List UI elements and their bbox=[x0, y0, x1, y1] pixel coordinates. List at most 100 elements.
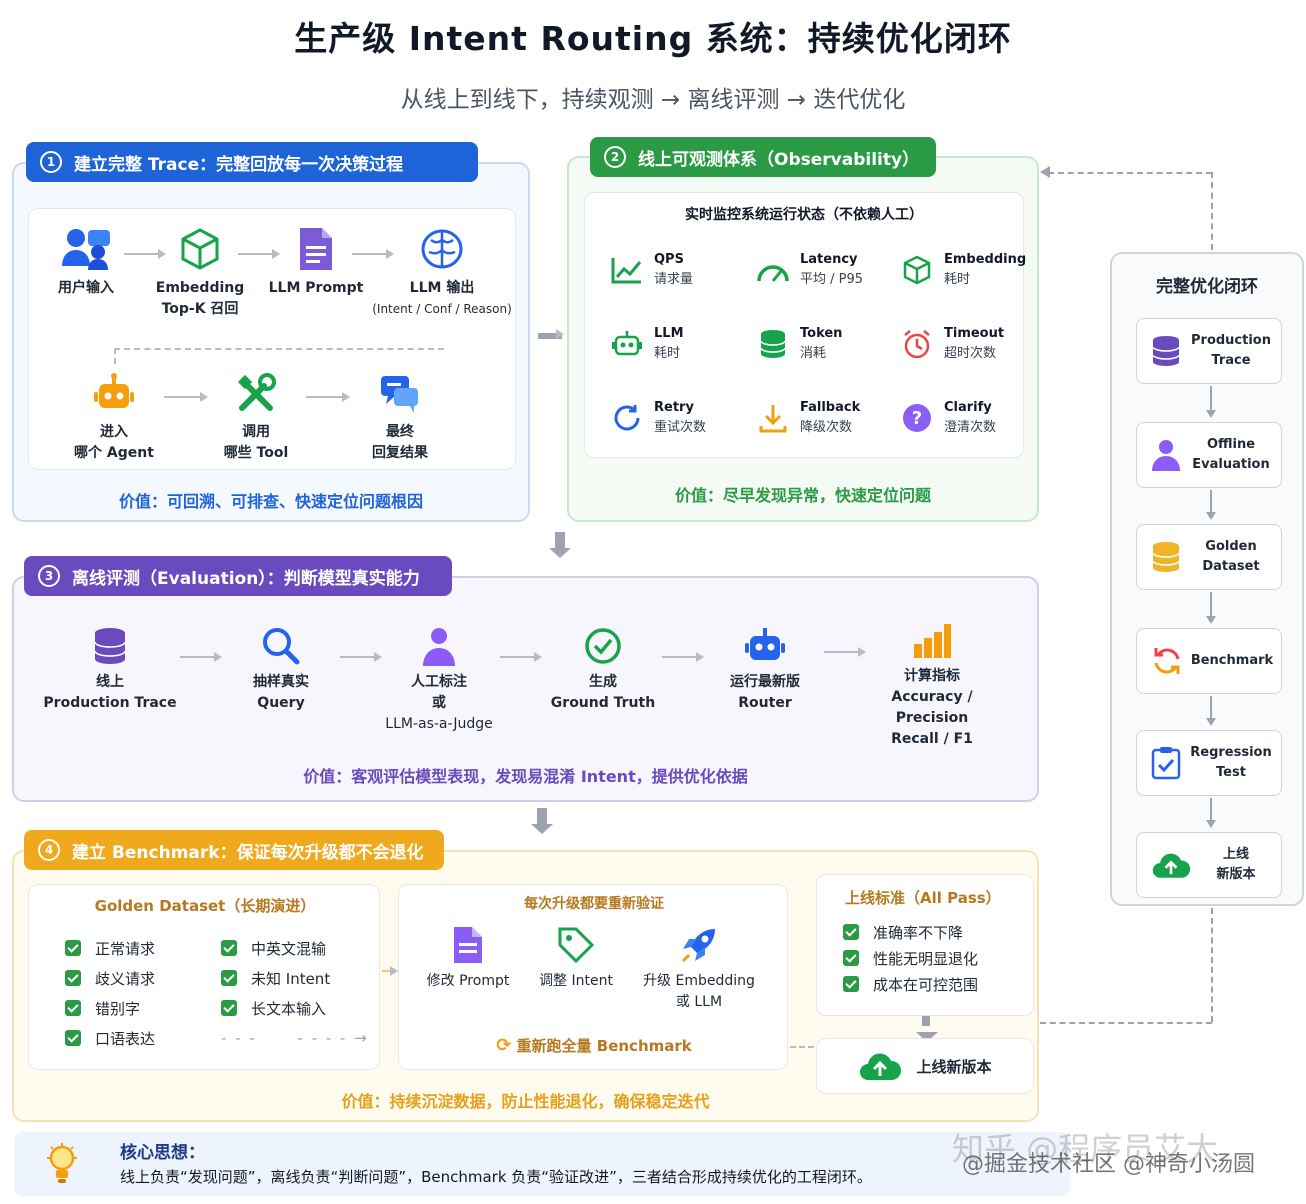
svg-text:?: ? bbox=[912, 408, 922, 429]
rocket-icon bbox=[681, 929, 715, 963]
node-sublabel: 哪个 Agent bbox=[74, 445, 154, 461]
monitor-title: 实时监控系统运行状态（不依赖人工） bbox=[685, 207, 923, 223]
node-embedding: Embedding Top-K 召回 bbox=[150, 226, 250, 320]
metric-desc: 重试次数 bbox=[654, 420, 707, 435]
observability-header: 2 线上可观测体系（Observability） bbox=[590, 137, 936, 177]
download-icon bbox=[759, 405, 787, 433]
rerun-benchmark: ⟳ 重新跑全量 Benchmark bbox=[399, 1035, 789, 1056]
refresh-icon bbox=[614, 405, 640, 431]
node-sublabel: LLM-as-a-Judge bbox=[385, 716, 493, 732]
metric-name: Token bbox=[800, 326, 843, 341]
check-item: 性能无明显退化 bbox=[843, 945, 978, 971]
core-text: 线上负责“发现问题”，离线负责“判断问题”，Benchmark 负责“验证改进”… bbox=[120, 1168, 872, 1186]
node-sublabel: Router bbox=[738, 695, 792, 711]
flow-arrow bbox=[1206, 386, 1216, 418]
question-icon: ? bbox=[903, 404, 931, 432]
flow-arrow bbox=[124, 249, 166, 259]
node-label: 抽样真实 bbox=[253, 674, 309, 690]
check-icon bbox=[65, 1000, 81, 1016]
node-agent: 进入 哪个 Agent bbox=[68, 372, 160, 464]
refresh-icon bbox=[1154, 648, 1180, 674]
ellipsis-item: - - - - - - - → bbox=[221, 1023, 369, 1053]
node-sublabel: Query bbox=[257, 695, 305, 711]
step-number: 1 bbox=[40, 151, 62, 173]
node-llm-output: LLM 输出 (Intent / Conf / Reason) bbox=[368, 226, 516, 320]
node-final: 最终 回复结果 bbox=[354, 372, 446, 464]
node-sublabel: Top-K 召回 bbox=[161, 301, 239, 317]
row-connector-down bbox=[114, 348, 116, 364]
loop-label: Benchmark bbox=[1190, 653, 1274, 668]
observability-value: 价值：尽早发现异常，快速定位问题 bbox=[674, 486, 931, 505]
loop-label: Offline bbox=[1206, 437, 1256, 452]
trace-value: 价值：可回溯、可排查、快速定位问题根因 bbox=[118, 492, 423, 511]
person-icon bbox=[1152, 440, 1180, 471]
loop-sublabel: Dataset bbox=[1202, 559, 1260, 574]
database-icon bbox=[1152, 542, 1180, 572]
check-item: 口语表达 bbox=[65, 1023, 155, 1053]
metric-desc: 平均 / P95 bbox=[800, 272, 864, 287]
node-sublabel: Recall / F1 bbox=[891, 731, 973, 747]
flow-arrow bbox=[352, 249, 394, 259]
flow-arrow bbox=[340, 652, 382, 662]
alarm-icon bbox=[904, 330, 930, 359]
robot-icon bbox=[94, 373, 134, 408]
bar-chart-icon bbox=[914, 624, 951, 658]
trace-header-label: 建立完整 Trace：完整回放每一次决策过程 bbox=[74, 154, 404, 175]
feedback-dashed-top bbox=[1048, 172, 1212, 174]
eval-step-ground-truth: 生成 Ground Truth bbox=[548, 626, 658, 714]
eval-step-label: 人工标注 或 LLM-as-a-Judge bbox=[380, 626, 498, 735]
node-user-input: 用户输入 bbox=[40, 226, 132, 299]
node-sublabel: Ground Truth bbox=[550, 695, 656, 711]
upgrade-intent: 调整 Intent bbox=[521, 925, 631, 992]
check-icon bbox=[843, 950, 859, 966]
section-arrow bbox=[916, 1016, 938, 1042]
node-llm-prompt: LLM Prompt bbox=[266, 226, 366, 299]
database-icon bbox=[1152, 336, 1180, 366]
golden-right-list: 中英文混输 未知 Intent 长文本输入 - - - - - - - → bbox=[221, 933, 369, 1053]
metric-desc: 耗时 bbox=[654, 346, 681, 361]
check-label: 准确率不下降 bbox=[873, 923, 964, 942]
node-label: 调整 Intent bbox=[539, 973, 613, 989]
chat-icon bbox=[381, 376, 418, 413]
ellipsis-icon: - - - - - - - → bbox=[221, 1029, 369, 1047]
dashed-arrow bbox=[790, 1046, 814, 1048]
core-title: 核心思想： bbox=[120, 1143, 205, 1163]
gauge-icon bbox=[757, 265, 789, 282]
row-connector bbox=[114, 348, 444, 350]
evaluation-header: 3 离线评测（Evaluation）：判断模型真实能力 bbox=[24, 556, 452, 596]
section-arrow bbox=[549, 532, 571, 558]
metric-desc: 消耗 bbox=[800, 346, 827, 361]
tools-icon bbox=[237, 373, 276, 411]
metric-desc: 耗时 bbox=[944, 272, 971, 287]
criteria-list: 准确率不下降 性能无明显退化 成本在可控范围 bbox=[843, 919, 978, 997]
person-icon bbox=[423, 628, 455, 666]
metric-name: QPS bbox=[654, 252, 684, 267]
refresh-icon: ⟳ bbox=[496, 1035, 512, 1056]
loop-label: Regression bbox=[1190, 745, 1272, 760]
check-label: 性能无明显退化 bbox=[873, 949, 979, 968]
node-label: 升级 Embedding bbox=[643, 973, 755, 989]
upgrade-title: 每次升级都要重新验证 bbox=[524, 896, 664, 912]
cloud-upload-icon bbox=[1152, 853, 1191, 878]
check-circle-icon bbox=[585, 628, 621, 664]
node-label: 人工标注 bbox=[411, 674, 467, 690]
evaluation-value: 价值：客观评估模型表现，发现易混淆 Intent，提供优化依据 bbox=[303, 767, 748, 786]
watermark: 知乎 @程序员艾大 bbox=[952, 1130, 1219, 1168]
check-icon bbox=[65, 940, 81, 956]
core-idea-box: 核心思想： 线上负责“发现问题”，离线负责“判断问题”，Benchmark 负责… bbox=[14, 1132, 1070, 1196]
benchmark-header: 4 建立 Benchmark：保证每次升级都不会退化 bbox=[24, 830, 444, 870]
flow-arrow bbox=[1206, 696, 1216, 726]
golden-dataset-box: Golden Dataset（长期演进） 正常请求 歧义请求 错别字 口语表达 … bbox=[28, 884, 380, 1070]
clipboard-check-icon bbox=[1151, 747, 1181, 780]
check-item: 中英文混输 bbox=[221, 933, 369, 963]
node-sublabel: Production Trace bbox=[43, 695, 177, 711]
node-sublabel: (Intent / Conf / Reason) bbox=[372, 302, 512, 316]
robot-icon bbox=[745, 628, 785, 660]
check-item: 正常请求 bbox=[65, 933, 155, 963]
